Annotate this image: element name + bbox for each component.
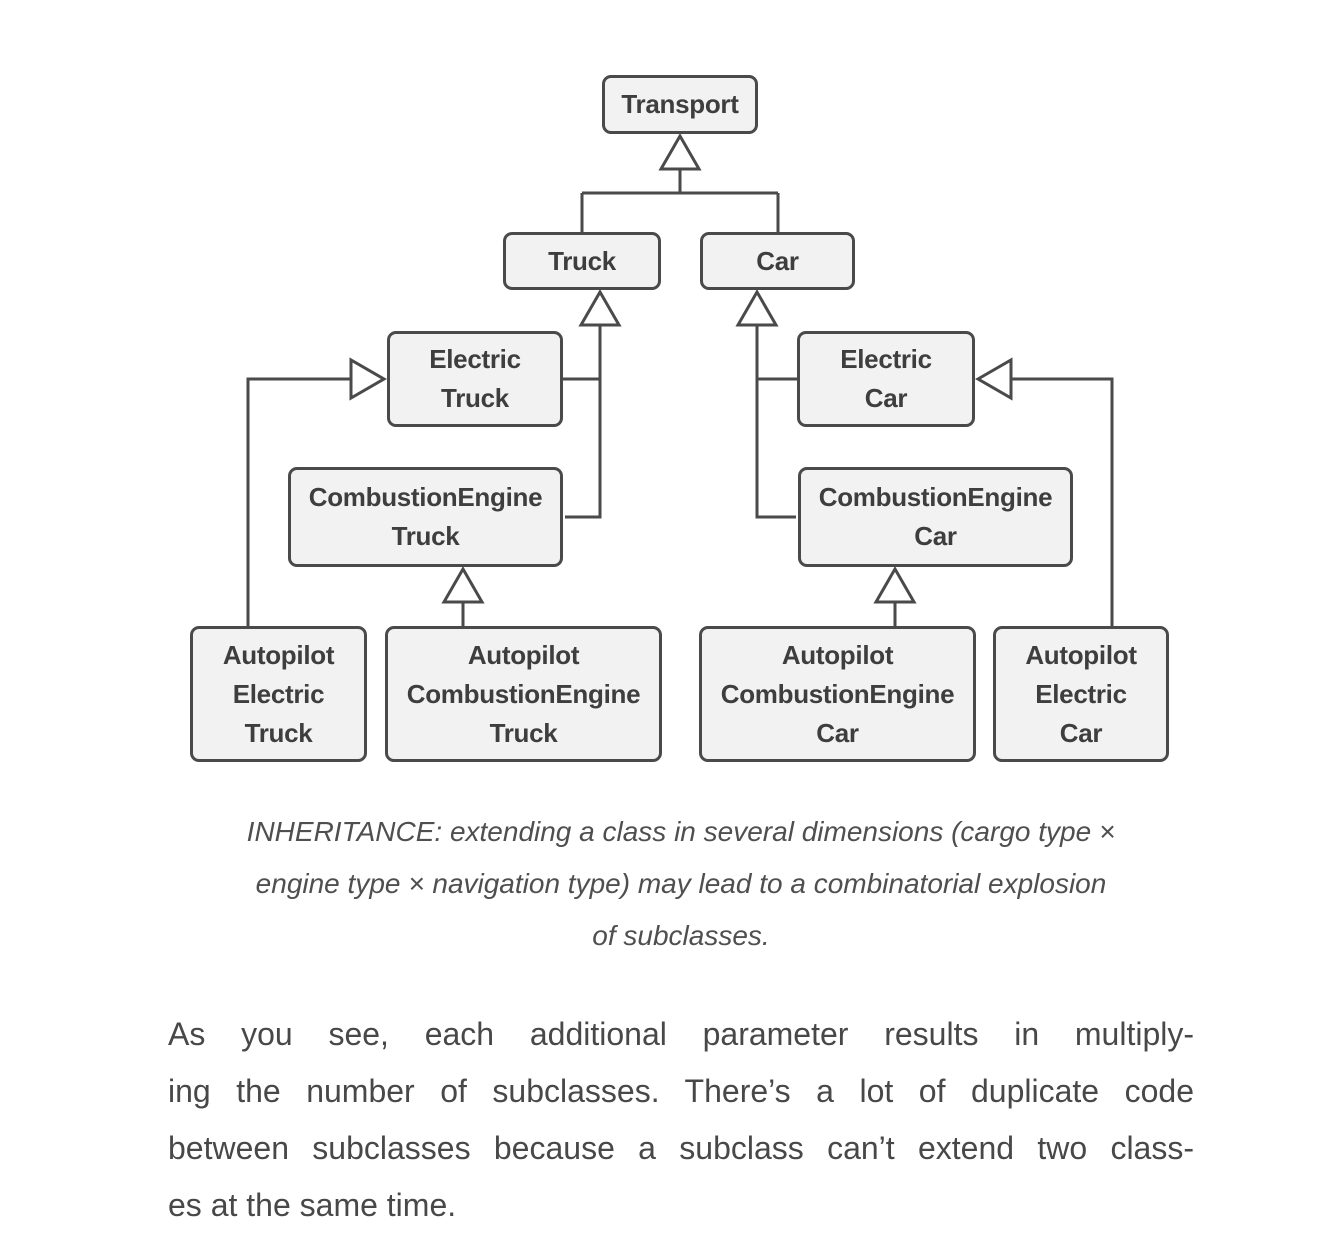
- class-box-autopilot-combustion-engine-truck: Autopilot CombustionEngine Truck: [385, 626, 662, 762]
- edge-truck-subclasses: [563, 288, 622, 519]
- generalization-arrow-combustion-truck: [441, 565, 485, 604]
- class-box-transport: Transport: [602, 75, 758, 134]
- class-box-electric-car: Electric Car: [797, 331, 975, 427]
- generalization-arrow-electric-car: [974, 357, 1013, 401]
- class-box-car: Car: [700, 232, 855, 290]
- class-box-electric-truck: Electric Truck: [387, 331, 563, 427]
- class-box-combustion-engine-truck: CombustionEngine Truck: [288, 467, 563, 567]
- class-box-truck: Truck: [503, 232, 661, 290]
- edge-transport-to-truck-car: [580, 132, 780, 232]
- generalization-arrow-truck: [578, 288, 622, 327]
- class-box-combustion-engine-car: CombustionEngine Car: [798, 467, 1073, 567]
- generalization-arrow-car: [735, 288, 779, 327]
- edge-autopilot-combustion-truck: [441, 565, 485, 626]
- body-paragraph-line: between subclasses because a subclass ca…: [168, 1130, 1194, 1166]
- generalization-arrow-electric-truck: [349, 357, 388, 401]
- figure-caption-line: engine type × navigation type) may lead …: [255, 868, 1107, 899]
- figure-caption-line: of subclasses.: [592, 920, 770, 951]
- inheritance-diagram: Transport Truck Car Electric Truck Elect…: [190, 75, 1169, 762]
- generalization-arrow-transport: [658, 132, 702, 171]
- class-box-autopilot-electric-car: Autopilot Electric Car: [993, 626, 1169, 762]
- edge-autopilot-electric-truck: [246, 357, 388, 626]
- body-paragraph-line: As you see, each additional parameter re…: [168, 1016, 1194, 1052]
- edge-autopilot-electric-car: [974, 357, 1114, 626]
- generalization-arrow-combustion-car: [873, 565, 917, 604]
- figure-caption-line: INHERITANCE: extending a class in severa…: [246, 816, 1116, 847]
- class-box-autopilot-combustion-engine-car: Autopilot CombustionEngine Car: [699, 626, 976, 762]
- edge-autopilot-combustion-car: [873, 565, 917, 626]
- body-paragraph-line: es at the same time.: [168, 1187, 457, 1223]
- body-paragraph-line: ing the number of subclasses. There’s a …: [168, 1073, 1194, 1109]
- body-paragraph: As you see, each additional parameter re…: [168, 1006, 1194, 1234]
- figure-caption: INHERITANCE: extending a class in severa…: [166, 806, 1196, 962]
- edge-car-subclasses: [735, 288, 797, 519]
- inheritance-connectors: [246, 132, 1114, 626]
- class-box-autopilot-electric-truck: Autopilot Electric Truck: [190, 626, 367, 762]
